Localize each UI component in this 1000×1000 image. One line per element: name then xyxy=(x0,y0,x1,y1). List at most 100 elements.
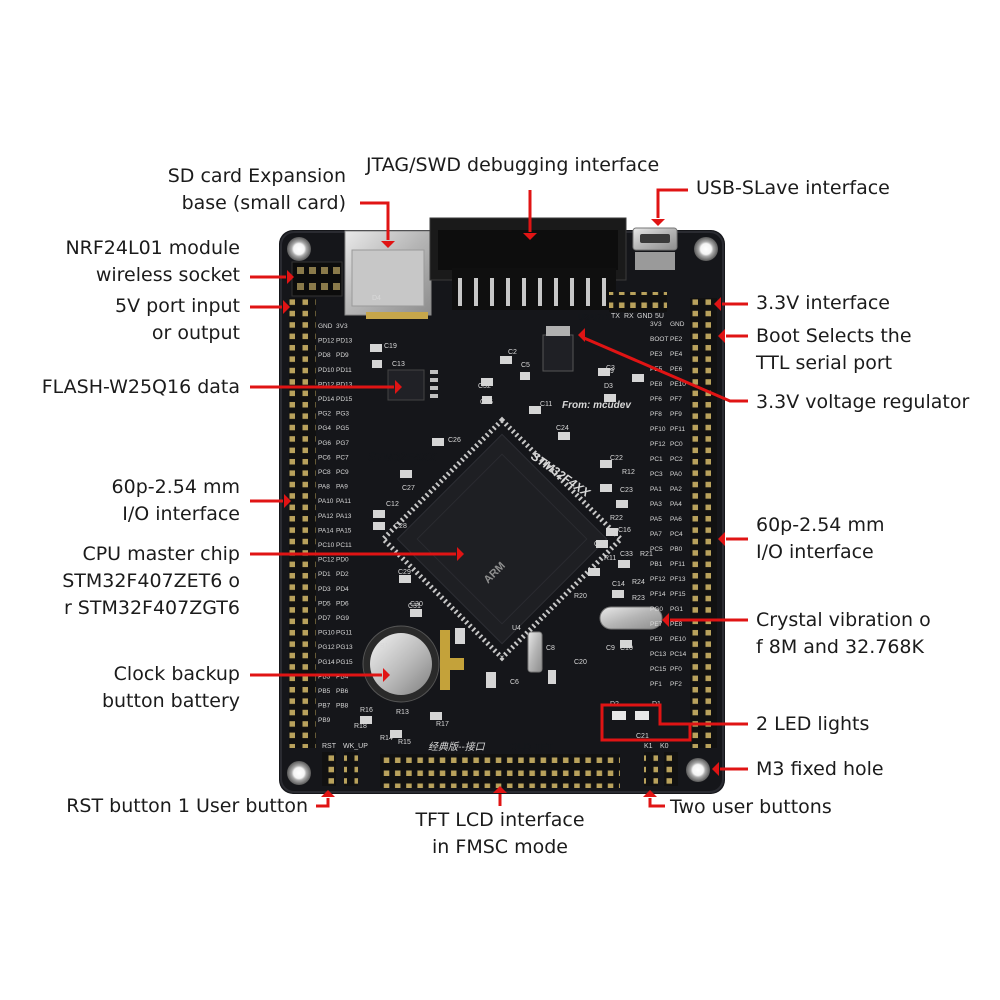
line-leds xyxy=(600,703,748,742)
left-pin-label: PD10 xyxy=(318,367,335,374)
left-pin-label: PD11 xyxy=(336,367,352,374)
component-label: R24 xyxy=(632,579,645,586)
callout-usb-line1: USB-SLave interface xyxy=(696,177,890,199)
component-label: C28 xyxy=(394,523,407,530)
callout-user-buttons-line1: Two user buttons xyxy=(670,796,832,818)
left-pin-label: PG13 xyxy=(336,644,353,651)
callout-leds: 2 LED lights xyxy=(756,711,869,738)
component-label: C22 xyxy=(610,455,623,462)
left-pin-label: PB3 xyxy=(318,673,331,680)
right-pin-label: PF10 xyxy=(650,426,666,433)
k1-button-header xyxy=(664,752,678,786)
callout-m3-hole: M3 fixed hole xyxy=(756,756,884,783)
right-pin-label: PG0 xyxy=(650,606,663,613)
silk-footer-cn: 经典版--接口 xyxy=(428,741,486,753)
left-pin-label: 3V3 xyxy=(336,323,348,330)
right-pin-label: PC3 xyxy=(650,471,663,478)
callout-5v-port: 5V port input or output xyxy=(115,293,240,347)
left-pin-label: PB9 xyxy=(318,717,331,724)
callout-io-left-line2: I/O interface xyxy=(122,503,240,525)
left-pin-label: PC12 xyxy=(318,557,335,564)
silk-footer-tft: OLD-TFT xyxy=(510,742,553,753)
component-label: R16 xyxy=(360,707,373,714)
left-pin-label: PG15 xyxy=(336,659,353,666)
component-label: C6 xyxy=(510,679,519,686)
mount-hole-top-right xyxy=(694,237,718,261)
arrow-rst-button xyxy=(321,790,335,797)
callout-5v-port-line2: or output xyxy=(151,322,240,344)
callout-sd-card: SD card Expansion base (small card) xyxy=(168,163,346,217)
left-pin-label: PB6 xyxy=(336,688,349,695)
callout-cpu-line1: CPU master chip xyxy=(82,543,240,565)
left-pin-label: PD15 xyxy=(336,396,353,403)
led-d2 xyxy=(612,711,626,720)
component-label: C20 xyxy=(574,659,587,666)
right-io-header xyxy=(690,298,717,748)
component-label: R14 xyxy=(380,735,393,742)
callout-jtag: JTAG/SWD debugging interface xyxy=(366,152,659,179)
left-pin-label: PC9 xyxy=(336,469,349,476)
callout-leds-line1: 2 LED lights xyxy=(756,713,870,735)
arrow-regulator xyxy=(578,328,585,342)
mount-hole-bottom-right xyxy=(686,758,710,782)
right-pin-label: PF0 xyxy=(670,666,682,673)
left-pin-label: PB8 xyxy=(336,703,349,710)
right-pin-label: PA7 xyxy=(650,531,662,538)
callout-nrf-line2: wireless socket xyxy=(95,264,240,286)
arrow-crystal xyxy=(662,613,669,627)
callout-rst-button: RST button 1 User button xyxy=(66,793,308,820)
component-label: U4 xyxy=(512,625,521,632)
component-label: C31 xyxy=(408,603,421,610)
left-pin-label: PD12 xyxy=(318,338,335,345)
arrow-5v-port xyxy=(283,300,290,314)
component-label: R19 xyxy=(601,368,614,375)
arrow-tft xyxy=(493,786,507,793)
callout-boot-line2: TTL serial port xyxy=(756,352,893,374)
callout-io-left: 60p-2.54 mm I/O interface xyxy=(112,474,240,528)
silk-model-top: STM32F4XX xyxy=(368,450,438,464)
crystal-32k xyxy=(527,631,543,673)
left-pin-label: PA10 xyxy=(318,498,334,505)
arrow-battery xyxy=(383,668,390,682)
component-label: R22 xyxy=(610,515,623,522)
callout-boot-line1: Boot Selects the xyxy=(756,325,912,347)
callout-usb: USB-SLave interface xyxy=(696,175,890,202)
callout-flash: FLASH-W25Q16 data xyxy=(42,374,240,401)
led-d1 xyxy=(635,711,649,720)
left-pin-label: PG5 xyxy=(336,425,349,432)
right-pin-label: PA2 xyxy=(670,486,682,493)
component-label: R13 xyxy=(396,709,409,716)
left-pin-label: PC11 xyxy=(336,542,352,549)
right-pin-label: PF15 xyxy=(670,591,686,598)
k0-button-header xyxy=(644,752,658,786)
arrow-flash xyxy=(395,380,402,394)
component-label: C30 xyxy=(410,601,423,608)
left-pin-label: PA9 xyxy=(336,484,348,491)
callout-tft-line2: in FMSC mode xyxy=(432,836,568,858)
callout-lines xyxy=(250,188,748,808)
left-pin-label: PG2 xyxy=(318,411,331,418)
line-regulator xyxy=(583,336,748,403)
right-pin-label: PF7 xyxy=(670,396,682,403)
right-pin-label: PA0 xyxy=(670,471,682,478)
right-pin-label: PE10 xyxy=(670,381,686,388)
right-pin-label: PE3 xyxy=(650,351,663,358)
component-label: C16 xyxy=(618,527,631,534)
callout-m3-hole-line1: M3 fixed hole xyxy=(756,758,884,780)
left-pin-label: PB7 xyxy=(318,703,331,710)
left-pin-label: GND xyxy=(318,323,333,330)
component-label: R18 xyxy=(354,723,367,730)
left-pin-label: PD7 xyxy=(318,615,331,622)
right-pin-label: PG1 xyxy=(670,606,683,613)
right-pin-label: PE9 xyxy=(650,636,663,643)
component-label: C19 xyxy=(384,343,397,350)
line-sd-card xyxy=(360,201,390,240)
left-pin-label: PG7 xyxy=(336,440,349,447)
component-label: C32 xyxy=(478,383,491,390)
left-pin-label: PB4 xyxy=(336,673,349,680)
right-pin-label: PF8 xyxy=(650,411,662,418)
silk-serial-rx: RX xyxy=(624,313,634,320)
callout-cpu-line2: STM32F407ZET6 o xyxy=(62,570,240,592)
